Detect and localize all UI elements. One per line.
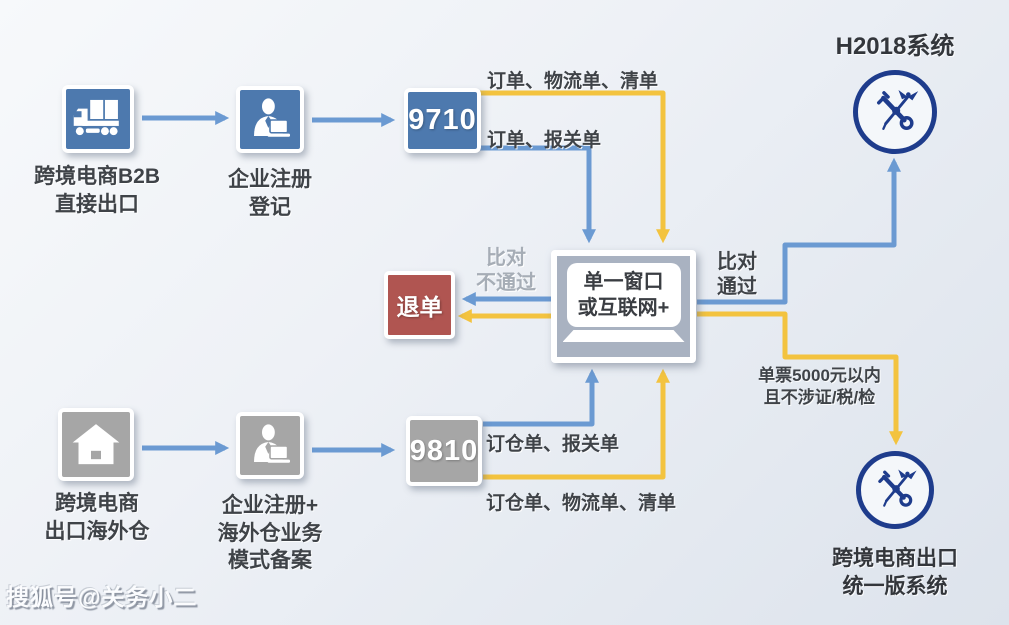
unified-system-title: 跨境电商出口 统一版系统 [832, 547, 958, 599]
house-icon [72, 423, 120, 464]
h2018-system-node [853, 70, 937, 154]
code-9810-text: 9810 [409, 434, 479, 467]
edge-label-order-logistics-manifest: 订单、物流单、清单 [487, 71, 659, 92]
person-laptop-icon [254, 423, 290, 463]
house-node [58, 408, 134, 481]
single-window-node: 单一窗口 或互联网+ [551, 250, 696, 363]
customs-emblem-icon [878, 469, 917, 507]
edge-label-compare-fail: 比对 不通过 [476, 247, 536, 294]
edge-label-warehouse-logistics-manifest: 订仓单、物流单、清单 [486, 493, 677, 514]
house-node-label: 跨境电商 出口海外仓 [44, 492, 150, 543]
laptop-screen: 单一窗口 或互联网+ [566, 263, 681, 327]
laptop-base [562, 330, 685, 342]
edge-label-warehouse-declaration: 订仓单、报关单 [486, 434, 620, 455]
register-overseas-node [236, 412, 304, 479]
edge-9810-manifest [483, 368, 670, 480]
edge-9810-declaration [483, 368, 599, 427]
truck-node-label: 跨境电商B2B 直接出口 [33, 165, 160, 216]
register-overseas-label: 企业注册+ 海外仓业务 模式备案 [217, 494, 323, 573]
customs-emblem-icon [877, 89, 919, 130]
code-9710-box: 9710 [404, 88, 481, 153]
h2018-system-title: H2018系统 [835, 33, 955, 60]
edge-9710-manifest [478, 90, 670, 244]
return-order-text: 退单 [396, 294, 443, 320]
edge-9710-declaration [480, 145, 596, 244]
truck-icon [73, 99, 119, 136]
return-order-box: 退单 [384, 271, 455, 339]
edge-label-threshold-note: 单票5000元以内 且不涉证/税/检 [758, 366, 881, 408]
edge-label-order-declaration: 订单、报关单 [487, 130, 602, 151]
watermark: 搜狐号@关务小二 [6, 584, 198, 610]
code-9710-text: 9710 [408, 104, 477, 136]
person-laptop-icon [254, 97, 290, 137]
register-direct-label: 企业注册 登记 [228, 168, 312, 219]
edge-label-compare-pass: 比对 通过 [717, 251, 757, 298]
code-9810-box: 9810 [406, 416, 482, 486]
truck-node [62, 85, 134, 153]
register-direct-node [236, 86, 304, 153]
unified-system-node [856, 451, 934, 529]
